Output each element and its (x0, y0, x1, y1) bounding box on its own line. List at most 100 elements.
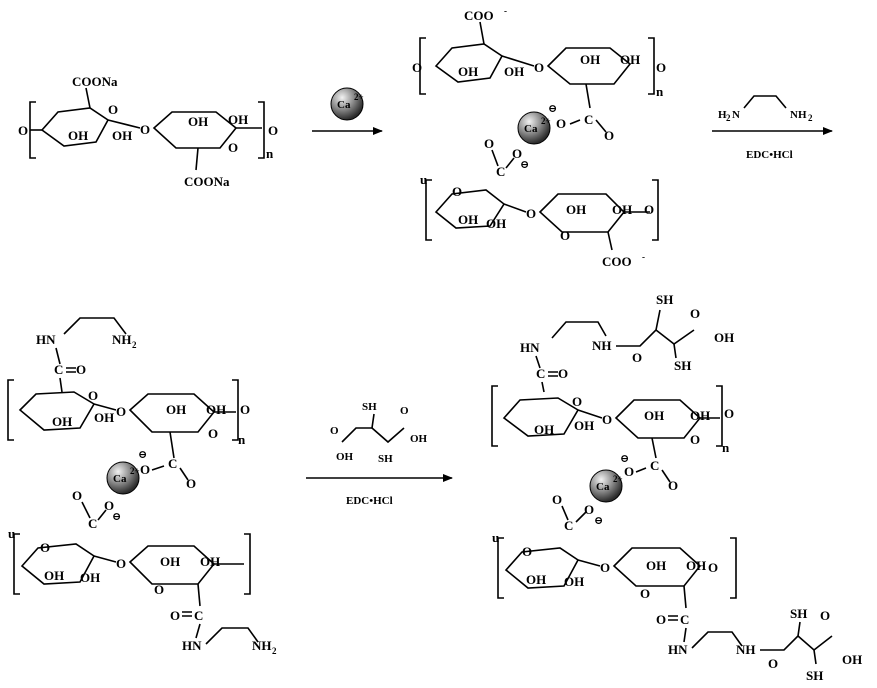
svg-text:OH: OH (458, 212, 478, 227)
svg-text:OH: OH (564, 574, 584, 589)
edc-label-2: EDC•HCl (346, 495, 393, 507)
svg-text:HN: HN (520, 340, 540, 355)
svg-text:2: 2 (272, 646, 277, 656)
svg-text:SH: SH (378, 453, 393, 465)
svg-text:SH: SH (656, 292, 673, 307)
svg-text:C: C (564, 518, 573, 533)
svg-text:Ca: Ca (596, 481, 610, 493)
svg-text:HN: HN (36, 332, 56, 347)
svg-text:O: O (560, 228, 570, 243)
svg-text:OH: OH (80, 570, 100, 585)
svg-text:O: O (330, 425, 339, 437)
svg-text:C: C (194, 608, 203, 623)
repeat-n: n (266, 146, 274, 161)
svg-text:O: O (656, 612, 666, 627)
svg-text:O: O (768, 656, 778, 671)
svg-text:O: O (644, 202, 654, 217)
oh-2: OH (112, 128, 132, 143)
svg-text:NH: NH (252, 638, 272, 653)
svg-text:OH: OH (94, 410, 114, 425)
svg-text:OH: OH (644, 408, 664, 423)
svg-text:OH: OH (160, 554, 180, 569)
svg-text:2+: 2+ (541, 116, 551, 126)
svg-text:O: O (240, 402, 250, 417)
svg-text:OH: OH (690, 408, 710, 423)
ca-label: Ca (337, 99, 351, 111)
o-ring1: O (108, 102, 118, 117)
carboxylate-a: COONa (72, 74, 118, 89)
o-upper-left: O (412, 60, 422, 75)
svg-text:OH: OH (686, 558, 706, 573)
svg-text:OH: OH (612, 202, 632, 217)
svg-text:O: O (604, 128, 614, 143)
svg-text:2: 2 (726, 113, 731, 123)
svg-text:O: O (72, 488, 82, 503)
svg-text:OH: OH (574, 418, 594, 433)
svg-text:C: C (536, 366, 545, 381)
svg-text:OH: OH (486, 216, 506, 231)
svg-text:OH: OH (534, 422, 554, 437)
svg-text:C: C (54, 362, 63, 377)
svg-text:O: O (154, 582, 164, 597)
svg-text:O: O (600, 560, 610, 575)
svg-text:SH: SH (362, 401, 377, 413)
svg-text:⊖: ⊖ (548, 103, 557, 115)
svg-text:C: C (650, 458, 659, 473)
o-upper-right: O (656, 60, 666, 75)
svg-text:OH: OH (336, 451, 354, 463)
svg-text:OH: OH (566, 202, 586, 217)
svg-text:OH: OH (206, 402, 226, 417)
edc-label-1: EDC•HCl (746, 149, 793, 161)
svg-text:O: O (602, 412, 612, 427)
repeat-n-upper: n (656, 84, 664, 99)
svg-text:O: O (690, 432, 700, 447)
svg-text:O: O (724, 406, 734, 421)
svg-text:O: O (556, 116, 566, 131)
svg-text:C: C (680, 612, 689, 627)
svg-text:2+: 2+ (130, 466, 140, 476)
ca-charge: 2+ (354, 92, 364, 102)
oh-3: OH (188, 114, 208, 129)
svg-text:O: O (116, 404, 126, 419)
svg-text:O: O (624, 464, 634, 479)
svg-text:Ca: Ca (113, 473, 127, 485)
svg-text:NH: NH (790, 109, 807, 121)
o-left: O (18, 123, 28, 138)
svg-text:O: O (820, 608, 830, 623)
svg-text:O: O (690, 306, 700, 321)
svg-text:C: C (496, 164, 505, 179)
svg-text:O: O (708, 560, 718, 575)
svg-text:O: O (632, 350, 642, 365)
svg-text:O: O (186, 476, 196, 491)
svg-text:SH: SH (674, 358, 691, 373)
svg-text:OH: OH (410, 433, 428, 445)
svg-text:⊖: ⊖ (138, 449, 147, 461)
o-ring2: O (228, 140, 238, 155)
svg-text:OH: OH (458, 64, 478, 79)
svg-text:OH: OH (646, 558, 666, 573)
svg-text:O: O (40, 540, 50, 555)
svg-text:C: C (584, 112, 593, 127)
svg-text:⊖: ⊖ (594, 515, 603, 527)
svg-text:N: N (732, 109, 740, 121)
oh-1: OH (68, 128, 88, 143)
svg-text:O: O (640, 586, 650, 601)
svg-text:O: O (572, 394, 582, 409)
svg-text:O: O (140, 462, 150, 477)
svg-text:NH: NH (112, 332, 132, 347)
svg-text:O: O (400, 405, 409, 417)
svg-text:O: O (668, 478, 678, 493)
svg-text:O: O (526, 206, 536, 221)
coo-bottom: COO (602, 254, 632, 269)
svg-text:OH: OH (200, 554, 220, 569)
svg-text:-: - (642, 252, 645, 262)
svg-text:⊖: ⊖ (620, 453, 629, 465)
svg-text:NH: NH (592, 338, 612, 353)
svg-text:O: O (522, 544, 532, 559)
svg-text:O: O (534, 60, 544, 75)
svg-text:OH: OH (620, 52, 640, 67)
svg-text:Ca: Ca (524, 123, 538, 135)
svg-text:O: O (558, 366, 568, 381)
svg-text:O: O (208, 426, 218, 441)
svg-text:O: O (116, 556, 126, 571)
